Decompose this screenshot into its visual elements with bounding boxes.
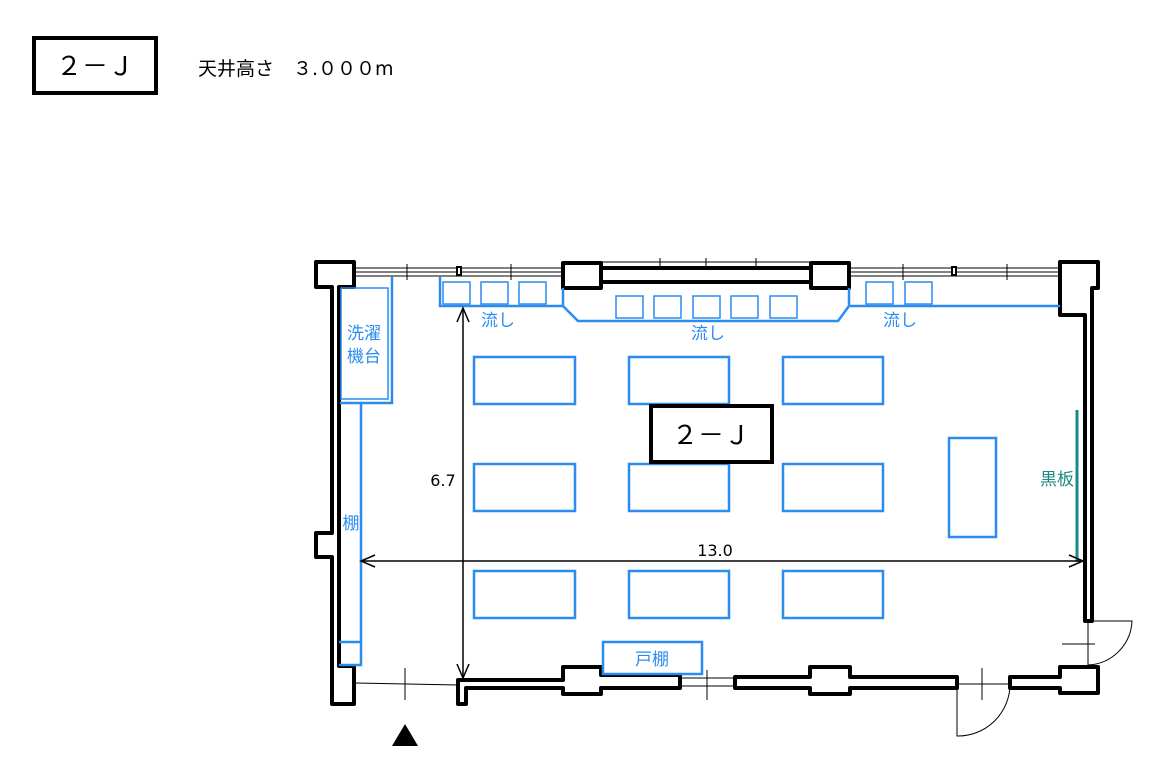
desk: [627, 462, 731, 513]
blackboard: 黒板: [1040, 410, 1079, 562]
svg-text:２－Ｊ: ２－Ｊ: [672, 421, 750, 451]
left-wall: [314, 260, 356, 706]
desk: [627, 569, 731, 620]
top-windows: [354, 258, 1060, 284]
room-title: ２－Ｊ: [56, 52, 134, 82]
bottom-openings: [354, 668, 735, 700]
room-title-box: ２－Ｊ: [32, 36, 158, 95]
svg-text:洗濯: 洗濯: [347, 324, 381, 344]
svg-text:13.0: 13.0: [697, 541, 733, 560]
pillar: [809, 261, 851, 290]
washing-stand: 洗濯 機台: [340, 277, 394, 405]
bottom-wall-left: [456, 665, 682, 706]
teacher-desk: [947, 436, 998, 539]
desk: [781, 462, 885, 513]
svg-text:機台: 機台: [347, 347, 381, 367]
svg-text:6.7: 6.7: [430, 471, 455, 490]
right-wall: [1058, 260, 1100, 623]
desk: [472, 462, 577, 513]
entrance-triangle-icon: [392, 724, 418, 746]
shelf: 棚: [339, 403, 363, 667]
width-dimension: 13.0: [359, 541, 1085, 568]
bottom-wall-right: [1008, 665, 1100, 695]
sink-center: 流し: [561, 288, 851, 344]
door-right[interactable]: [1062, 620, 1133, 667]
sink-left: 流し: [438, 277, 563, 331]
sink-right: 流し: [849, 281, 1060, 331]
depth-dimension: 6.7: [430, 306, 470, 680]
desks: [472, 355, 998, 620]
desk: [781, 355, 885, 406]
pillar: [561, 261, 603, 290]
svg-text:戸棚: 戸棚: [635, 650, 669, 670]
cupboard: 戸棚: [601, 640, 704, 676]
desk: [472, 355, 577, 406]
room-label-box: ２－Ｊ: [649, 404, 774, 464]
door-bottom[interactable]: [956, 668, 1011, 737]
svg-text:棚: 棚: [343, 514, 360, 534]
bottom-wall-middle: [733, 665, 959, 696]
svg-text:黒板: 黒板: [1040, 470, 1074, 490]
desk: [472, 569, 577, 620]
desk: [627, 355, 731, 406]
desk: [781, 569, 885, 620]
sink-label: 流し: [691, 324, 725, 344]
sink-label: 流し: [883, 311, 917, 331]
ceiling-height: 天井高さ ３.０００m: [198, 58, 394, 80]
sink-label: 流し: [481, 311, 515, 331]
